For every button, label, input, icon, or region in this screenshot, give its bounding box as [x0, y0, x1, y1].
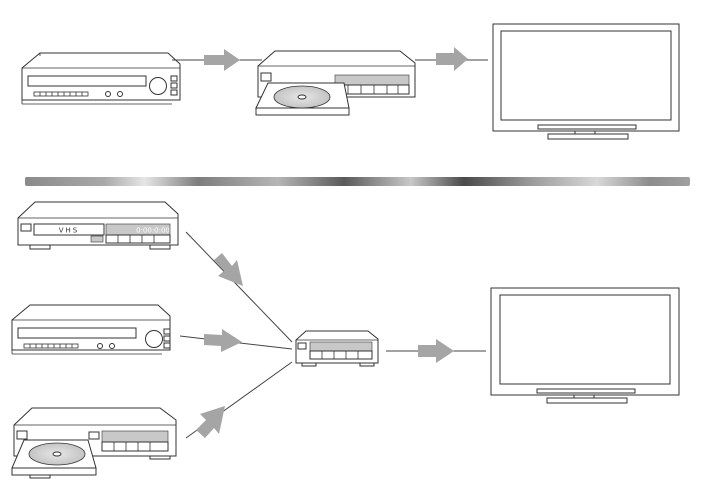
arrow-disc: [196, 406, 225, 438]
hub-receiver: [295, 330, 379, 367]
tv-top: [492, 23, 680, 140]
cable-vhs-to-hub: [185, 231, 293, 343]
player-top-left: [21, 52, 181, 105]
arrow-top-1: [204, 49, 240, 71]
tv-bottom: [490, 287, 680, 404]
disc-player-top: [255, 50, 416, 116]
disc-player-bottom: [11, 407, 177, 479]
separator-bar: [25, 177, 690, 186]
vhs-label: VHS: [59, 227, 80, 235]
arrow-player: [204, 329, 242, 352]
arrow-top-2: [436, 47, 468, 71]
vhs-player: VHS 0:00:0:00: [17, 201, 179, 250]
vhs-counter: 0:00:0:00: [136, 227, 170, 235]
arrow-hub: [418, 339, 454, 363]
arrow-vhs: [214, 253, 243, 286]
player-bottom-middle: [11, 304, 171, 355]
